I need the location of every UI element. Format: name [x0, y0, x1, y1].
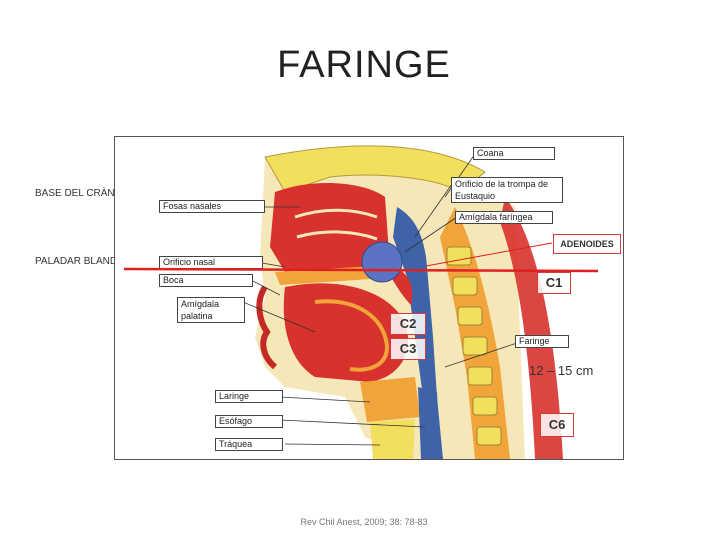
adenoid-pointer-line — [425, 242, 553, 267]
label-amigdala-faringea: Amígdala faríngea — [455, 211, 553, 224]
vertebra-c2-label: C2 — [390, 313, 426, 335]
esophagus — [418, 387, 440, 459]
label-traquea: Tráquea — [215, 438, 283, 451]
pointer-lines — [242, 153, 518, 446]
label-amigdala-palatina: Amígdala palatina — [177, 297, 245, 323]
lips — [256, 285, 278, 370]
label-coana: Coana — [473, 147, 555, 160]
anatomy-illustration — [242, 145, 563, 459]
label-fosas-nasales: Fosas nasales — [159, 200, 265, 213]
label-paladar-blando: PALADAR BLANDO — [35, 256, 125, 267]
pharynx-length-label: 12 – 15 cm — [529, 363, 594, 378]
label-esofago: Esófago — [215, 415, 283, 428]
nasal-turbinates — [294, 208, 378, 241]
spinal-cord — [478, 215, 525, 459]
label-faringe: Faringe — [515, 335, 569, 348]
vertebra-c1-label: C1 — [537, 272, 571, 294]
label-orificio-trompa: Orificio de la trompa de Eustaquio — [451, 177, 563, 203]
nasal-cavity — [270, 182, 390, 272]
citation: Rev Chil Anest, 2009; 38: 78-83 — [300, 517, 428, 527]
slide-title: FARINGE — [277, 44, 451, 86]
adenoid-mass — [361, 241, 403, 283]
tongue — [283, 283, 409, 382]
vertebral-bodies — [446, 246, 502, 446]
palatal-plane-line — [123, 267, 599, 273]
vertebra-c6-label: C6 — [540, 413, 574, 437]
label-base-craneo: BASE DEL CRÀNEO — [35, 188, 130, 199]
label-boca: Boca — [159, 274, 253, 287]
adenoides-label: ADENOIDES — [553, 234, 621, 254]
larynx — [360, 377, 420, 422]
sagittal-section-figure: Coana Orificio de la trompa de Eustaquio… — [114, 136, 624, 460]
label-laringe: Laringe — [215, 390, 283, 403]
vertebra-c3-label: C3 — [390, 338, 426, 360]
tongue-inner — [314, 299, 390, 372]
skull-base — [264, 145, 486, 193]
trachea — [370, 419, 415, 459]
neck-muscles — [500, 197, 563, 459]
